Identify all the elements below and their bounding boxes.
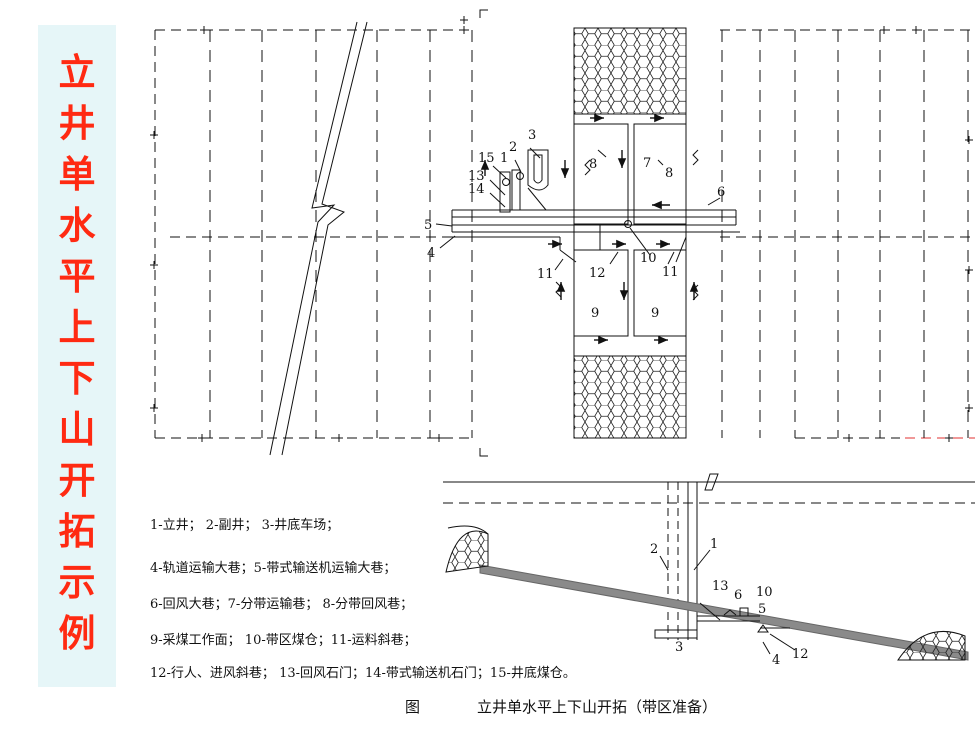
plan-boundary xyxy=(154,29,975,439)
title-char: 下 xyxy=(58,357,96,400)
section-label-4: 4 xyxy=(772,653,780,668)
cross-section xyxy=(443,473,975,661)
title-char: 例 xyxy=(58,612,96,655)
section-label-6: 6 xyxy=(734,588,742,603)
corner-mark xyxy=(479,448,488,457)
panel-lower-left xyxy=(573,249,629,337)
legend-line-4: 9-采煤工作面； 10-带区煤仓；11-运料斜巷； xyxy=(150,633,417,648)
legend-line-1: 1-立井； 2-副井； 3-井底车场； xyxy=(150,518,340,533)
flow-arrows xyxy=(480,113,699,345)
title-char: 井 xyxy=(58,102,96,145)
title-char: 山 xyxy=(58,408,96,451)
label-7: 7 xyxy=(643,156,651,171)
title-char: 立 xyxy=(58,51,96,94)
title-char: 开 xyxy=(58,459,96,502)
label-10: 10 xyxy=(640,251,657,266)
label-11b: 11 xyxy=(662,265,679,280)
label-14: 14 xyxy=(468,182,485,197)
label-4: 4 xyxy=(427,246,435,261)
shaft-pillar-top xyxy=(573,27,687,115)
side-title-panel: 立 井 单 水 平 上 下 山 开 拓 示 例 xyxy=(38,25,116,687)
section-label-1: 1 xyxy=(710,537,718,552)
section-label-13: 13 xyxy=(712,579,729,594)
section-label-2: 2 xyxy=(650,542,658,557)
figure-caption: 图 立井单水平上下山开拓（带区准备） xyxy=(405,696,717,717)
title-char: 示 xyxy=(58,561,96,604)
caption-text: 立井单水平上下山开拓（带区准备） xyxy=(477,698,718,716)
section-label-3: 3 xyxy=(675,640,683,655)
label-8b: 8 xyxy=(665,166,673,181)
section-shafts xyxy=(667,473,719,640)
label-5: 5 xyxy=(424,218,432,233)
label-9b: 9 xyxy=(651,306,659,321)
fault-line xyxy=(269,21,368,456)
label-3: 3 xyxy=(528,128,536,143)
label-12: 12 xyxy=(589,266,606,281)
corner-mark xyxy=(479,9,488,18)
plan-cross-marks xyxy=(150,16,973,442)
title-char: 上 xyxy=(58,306,96,349)
section-label-12: 12 xyxy=(792,647,809,662)
label-8a: 8 xyxy=(589,157,597,172)
main-roadways xyxy=(451,209,740,238)
legend-line-3: 6-回风大巷；7-分带运输巷； 8-分带回风巷； xyxy=(150,597,414,612)
legend-line-5: 12-行人、进风斜巷； 13-回风石门；14-带式输送机石门；15-井底煤仓。 xyxy=(150,666,576,681)
plan-view xyxy=(150,9,975,457)
title-char: 单 xyxy=(58,153,96,196)
caption-fig: 图 xyxy=(405,698,421,716)
pit-bottom-yard xyxy=(499,149,549,213)
title-char: 拓 xyxy=(58,510,96,553)
title-char: 水 xyxy=(58,204,96,247)
panel-upper-left xyxy=(573,123,629,225)
label-15: 15 xyxy=(478,151,495,166)
label-2: 2 xyxy=(509,140,517,155)
label-9a: 9 xyxy=(591,306,599,321)
panel-upper-right xyxy=(633,123,687,225)
leader-lines xyxy=(435,147,721,271)
section-label-5: 5 xyxy=(758,602,766,617)
section-pillar-right xyxy=(897,630,966,661)
section-pillar-left xyxy=(445,530,489,573)
title-char: 平 xyxy=(58,255,96,298)
label-13: 13 xyxy=(468,169,485,184)
side-title: 立 井 单 水 平 上 下 山 开 拓 示 例 xyxy=(38,47,116,659)
plan-vertical-dashes-right xyxy=(721,30,969,438)
legend-line-2: 4-轨道运输大巷；5-带式输送机运输大巷； xyxy=(150,561,397,576)
plan-vertical-dashes-left xyxy=(209,30,473,438)
label-1: 1 xyxy=(500,151,508,166)
section-roadways xyxy=(654,549,796,655)
label-11a: 11 xyxy=(537,267,554,282)
shaft-pillar-bottom xyxy=(573,355,687,439)
inclines xyxy=(559,220,687,263)
coal-seam xyxy=(479,564,969,661)
label-6: 6 xyxy=(717,185,725,200)
section-label-10: 10 xyxy=(756,585,773,600)
